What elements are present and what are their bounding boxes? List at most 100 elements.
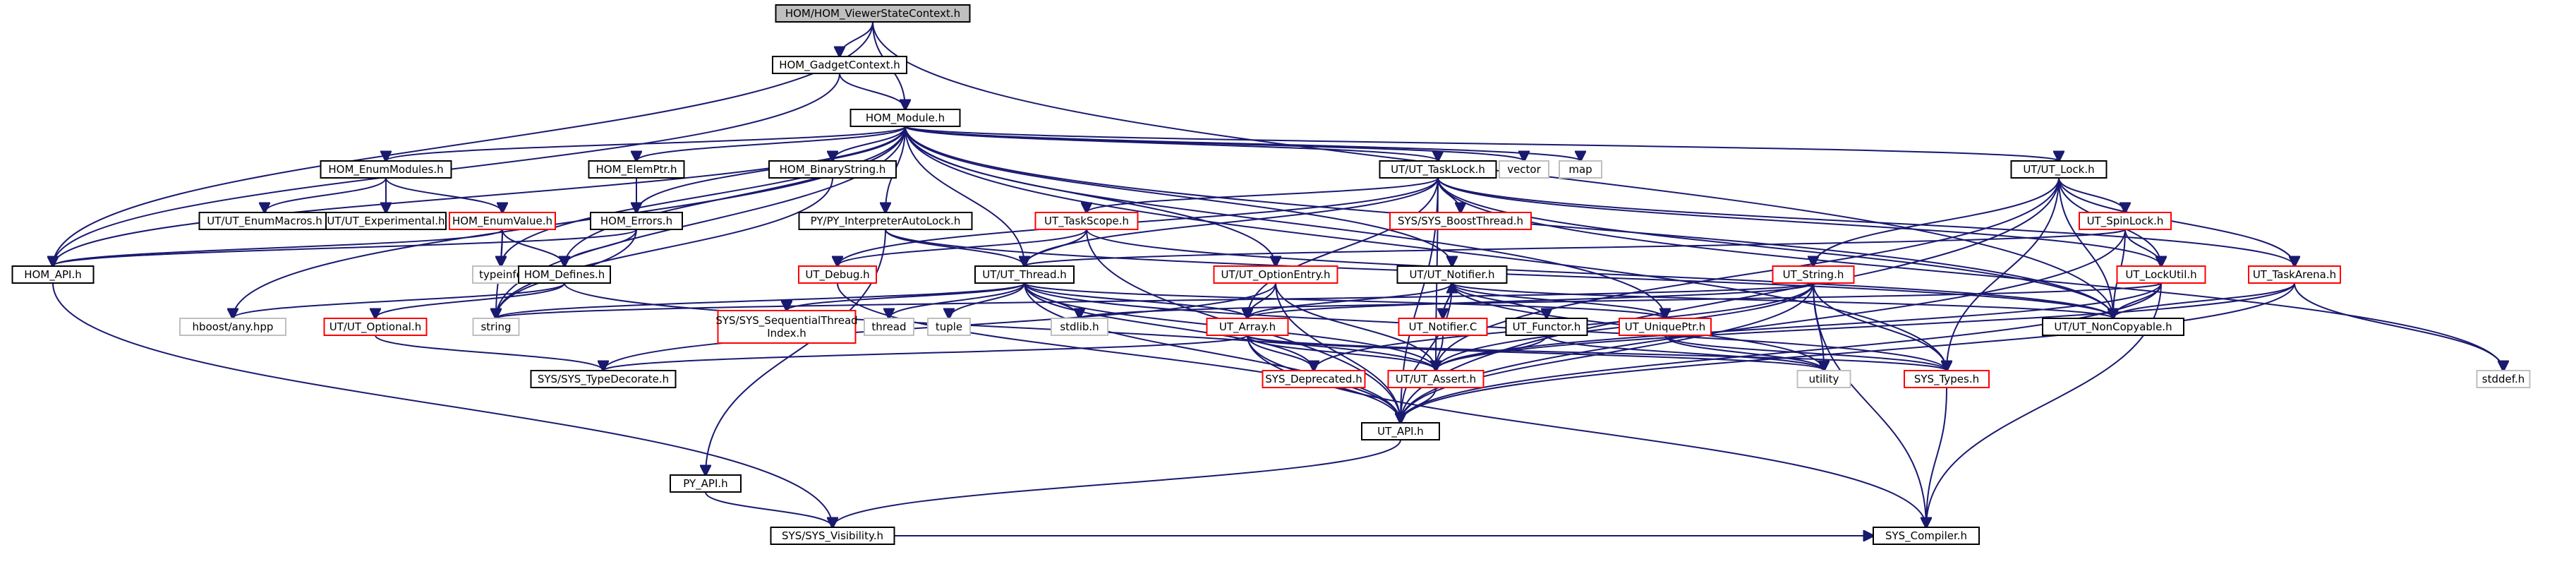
header-node[interactable]: HOM_Module.h	[849, 109, 961, 127]
header-node[interactable]: HOM_ElemPtr.h	[588, 160, 685, 179]
node-label: UT/UT_Assert.h	[1396, 373, 1476, 386]
header-node[interactable]: SYS/SYS_TypeDecorate.h	[530, 370, 677, 388]
dependency-edge	[905, 126, 1438, 161]
header-node[interactable]: UT/UT_OptionEntry.h	[1213, 265, 1338, 284]
dependency-edge	[705, 491, 833, 527]
dependency-edge	[233, 282, 565, 318]
node-label: UT/UT_EnumMacros.h	[207, 215, 322, 228]
dependency-edge	[564, 282, 1436, 371]
dependency-edge	[1813, 282, 1926, 527]
node-label: HOM_ElemPtr.h	[595, 163, 677, 176]
header-node[interactable]: UT/UT_Lock.h	[2010, 160, 2108, 179]
header-node[interactable]: UT_String.h	[1772, 265, 1855, 284]
node-box	[1796, 370, 1851, 388]
header-node[interactable]: UT/UT_Assert.h	[1387, 370, 1484, 388]
dependency-edge	[837, 229, 1087, 266]
dependency-edge	[833, 439, 1401, 527]
header-node[interactable]: UT/UT_Experimental.h	[325, 212, 447, 230]
dependency-edge	[1401, 282, 1453, 423]
node-box	[768, 160, 897, 179]
node-label: HOM_Module.h	[866, 112, 945, 125]
header-node[interactable]: UT_Debug.h	[798, 265, 877, 284]
header-node[interactable]: UT_Functor.h	[1505, 318, 1588, 336]
node-box	[518, 265, 611, 284]
dependency-edge	[839, 73, 905, 109]
dependency-edge	[53, 229, 503, 266]
dependency-edge	[2058, 177, 2113, 318]
header-node[interactable]: UT_UniquePtr.h	[1619, 318, 1712, 336]
node-label: SYS/SYS_TypeDecorate.h	[538, 373, 669, 386]
node-box	[2010, 160, 2108, 179]
header-node[interactable]: PY_API.h	[670, 474, 742, 493]
header-node[interactable]: SYS/SYS_Visibility.h	[770, 527, 895, 545]
node-box	[864, 318, 914, 336]
dependency-edge	[905, 126, 2059, 161]
header-node[interactable]: UT/UT_NonCopyable.h	[2042, 318, 2184, 336]
node-label: UT/UT_OptionEntry.h	[1221, 268, 1331, 282]
dependency-edge	[53, 126, 906, 266]
header-node[interactable]: UT_API.h	[1361, 422, 1440, 440]
node-box	[1262, 370, 1366, 388]
node-box	[1904, 370, 1990, 388]
dependency-edge	[1437, 177, 2161, 266]
node-box	[588, 160, 685, 179]
dependency-edge	[1087, 177, 1439, 212]
dependency-edge	[1247, 282, 1814, 318]
dependency-edge	[564, 229, 637, 266]
dependency-edge	[1024, 229, 2126, 266]
node-label: SYS_Deprecated.h	[1265, 373, 1362, 386]
header-node[interactable]: UT/UT_Notifier.h	[1396, 265, 1508, 284]
header-node[interactable]: PY/PY_InterpreterAutoLock.h	[798, 212, 973, 230]
header-node[interactable]: UT_TaskArena.h	[2248, 265, 2341, 284]
header-node: vector	[1499, 160, 1549, 179]
node-label: UT_Functor.h	[1513, 320, 1581, 334]
node-box	[1873, 527, 1980, 545]
node-label: UT_Array.h	[1219, 320, 1276, 334]
header-node[interactable]: HOM_Defines.h	[518, 265, 611, 284]
header-node[interactable]: UT/UT_TaskLock.h	[1379, 160, 1497, 179]
node-box	[2042, 318, 2184, 336]
header-node[interactable]: HOM_BinaryString.h	[768, 160, 897, 179]
dependency-edge	[1247, 335, 1436, 371]
node-box	[323, 318, 428, 336]
header-node: stdlib.h	[1051, 318, 1108, 336]
header-node[interactable]: HOM/HOM_ViewerStateContext.h	[775, 4, 971, 23]
dependency-edge	[905, 126, 1665, 318]
node-label: thread	[871, 320, 906, 333]
node-label: HOM_EnumModules.h	[328, 163, 443, 176]
dependency-edge	[837, 282, 1401, 423]
node-label: SYS/SYS_BoostThread.h	[1398, 215, 1523, 228]
header-node[interactable]: HOM_API.h	[11, 265, 95, 284]
node-box	[1206, 318, 1289, 336]
header-node[interactable]: SYS_Deprecated.h	[1262, 370, 1366, 388]
header-node: hboost/any.hpp	[179, 318, 286, 336]
node-label: SYS_Compiler.h	[1885, 529, 1967, 543]
header-node[interactable]: SYS/SYS_BoostThread.h	[1389, 212, 1532, 230]
header-node[interactable]: UT_SpinLock.h	[2079, 212, 2172, 230]
node-box	[1379, 160, 1497, 179]
header-node[interactable]: UT_Array.h	[1206, 318, 1289, 336]
dependency-edge	[1401, 282, 2295, 423]
header-node[interactable]: HOM_EnumModules.h	[320, 160, 452, 179]
node-label: HOM_GadgetContext.h	[779, 59, 900, 72]
header-node[interactable]: HOM_Errors.h	[590, 212, 683, 230]
node-label: PY_API.h	[683, 477, 727, 491]
header-node[interactable]: HOM_EnumValue.h	[449, 212, 556, 230]
header-node[interactable]: UT/UT_EnumMacros.h	[198, 212, 331, 230]
header-node[interactable]: UT/UT_Thread.h	[974, 265, 1075, 284]
header-node[interactable]: HOM_GadgetContext.h	[772, 56, 907, 74]
node-label: UT_Debug.h	[805, 268, 869, 282]
header-node: stddef.h	[2476, 370, 2531, 388]
dependency-edge	[265, 177, 387, 212]
dependency-edge	[905, 126, 1024, 266]
node-label: UT/UT_Thread.h	[982, 268, 1067, 282]
header-node[interactable]: UT_LockUtil.h	[2116, 265, 2206, 284]
header-node[interactable]: UT/UT_Optional.h	[323, 318, 428, 336]
header-node[interactable]: UT_TaskScope.h	[1034, 212, 1139, 230]
node-box	[530, 370, 677, 388]
header-node[interactable]: UT_Notifier.C	[1398, 318, 1488, 336]
dependency-edge	[1437, 177, 2294, 266]
header-node[interactable]: SYS_Types.h	[1904, 370, 1990, 388]
header-node[interactable]: SYS_Compiler.h	[1873, 527, 1980, 545]
